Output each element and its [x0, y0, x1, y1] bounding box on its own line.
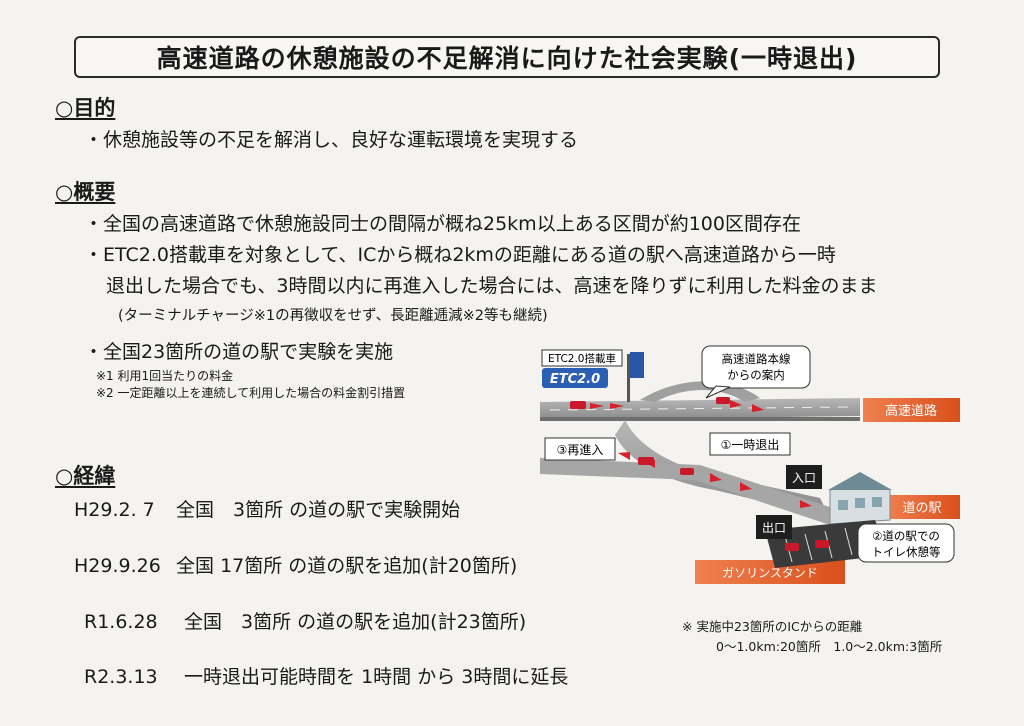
entrance-label: 入口: [792, 471, 816, 485]
history-text: 全国 17箇所 の道の駅を追加(計20箇所): [176, 555, 518, 577]
footnote-2: ※2 一定距離以上を連続して利用した場合の料金割引措置: [96, 386, 406, 400]
reentry-label: ③再進入: [557, 443, 604, 457]
michinoeki-tag: [885, 495, 960, 519]
etc-label-box: [541, 349, 623, 367]
overview-bullet-1: ・全国の高速道路で休憩施設同士の間隔が概ね25km以上ある区間が約100区間存在: [84, 213, 801, 235]
page-title: 高速道路の休憩施設の不足解消に向けた社会実験(一時退出): [74, 36, 940, 78]
overview-bullet-2-line1: ・ETC2.0搭載車を対象として、ICから概ね2kmの距離にある道の駅へ高速道路…: [84, 244, 836, 266]
purpose-heading: ○目的: [55, 96, 116, 120]
history-row: R2.3.13 一時退出可能時間を 1時間 から 3時間に延長: [84, 662, 568, 689]
reentry-box: [544, 437, 616, 461]
history-row: H29.9.26 全国 17箇所 の道の駅を追加(計20箇所): [74, 551, 517, 578]
purpose-bullet: ・休憩施設等の不足を解消し、良好な運転環境を実現する: [84, 129, 579, 151]
route-arrows: [590, 400, 812, 508]
etc-badge-text: ETC2.0: [550, 372, 600, 387]
guide-signboard: [630, 352, 644, 378]
overview-bullet-2-line3: (ターミナルチャージ※1の再徴収をせず、長距離逓減※2等も継続): [118, 308, 548, 324]
michinoeki-label: 道の駅: [902, 501, 941, 516]
history-heading: ○経緯: [55, 464, 116, 488]
page-title-text: 高速道路の休憩施設の不足解消に向けた社会実験(一時退出): [156, 44, 858, 73]
history-date: H29.2. 7: [74, 499, 155, 521]
history-row: H29.2. 7 全国 3箇所 の道の駅で実験開始: [74, 495, 460, 522]
footnote-1: ※1 利用1回当たりの料金: [96, 369, 234, 383]
history-date: H29.9.26: [74, 555, 161, 577]
gas-station-label: ガソリンスタンド: [722, 566, 818, 580]
guide-callout-line2: からの案内: [727, 368, 785, 382]
exit-reentry-diagram: 高速道路 道の駅 ガソリンスタンド ETC2.0搭載車 ETC2.0 高速道路本…: [540, 345, 960, 584]
exit-label: 出口: [762, 521, 786, 535]
guide-callout-line1: 高速道路本線: [722, 352, 791, 366]
history-date: R2.3.13: [84, 666, 158, 688]
distance-note-line1: ※ 実施中23箇所のICからの距離: [682, 619, 863, 634]
rest-callout-line2: トイレ休憩等: [872, 545, 941, 559]
entrance-gate: [786, 465, 822, 489]
history-row: R1.6.28 全国 3箇所 の道の駅を追加(計23箇所): [84, 607, 526, 634]
temp-exit-box: [709, 432, 791, 456]
overview-bullet-3: ・全国23箇所の道の駅で実験を実施: [84, 341, 394, 363]
expressway-barrier: [540, 417, 860, 421]
history-text: 全国 3箇所 の道の駅を追加(計23箇所): [184, 611, 527, 633]
rest-callout-line1: ②道の駅での: [872, 529, 940, 543]
temp-exit-label: ①一時退出: [721, 438, 780, 452]
exit-gate: [756, 515, 792, 539]
cars: [570, 397, 829, 551]
etc-badge: [542, 368, 608, 388]
history-text: 全国 3箇所 の道の駅で実験開始: [176, 499, 461, 521]
expressway-label: 高速道路: [885, 403, 937, 419]
history-text: 一時退出可能時間を 1時間 から 3時間に延長: [184, 666, 569, 688]
expressway-tag: [863, 398, 960, 422]
rest-callout: [857, 523, 955, 563]
history-date: R1.6.28: [84, 611, 158, 633]
overview-bullet-2-line2: 退出した場合でも、3時間以内に再進入した場合には、高速を降りずに利用した料金のま…: [106, 275, 878, 297]
overview-heading: ○概要: [55, 180, 116, 204]
distance-note-line2: 0〜1.0km:20箇所 1.0〜2.0km:3箇所: [716, 639, 943, 654]
etc-label: ETC2.0搭載車: [548, 352, 616, 365]
gas-station-tag: [695, 560, 845, 584]
guide-callout: [701, 345, 811, 389]
